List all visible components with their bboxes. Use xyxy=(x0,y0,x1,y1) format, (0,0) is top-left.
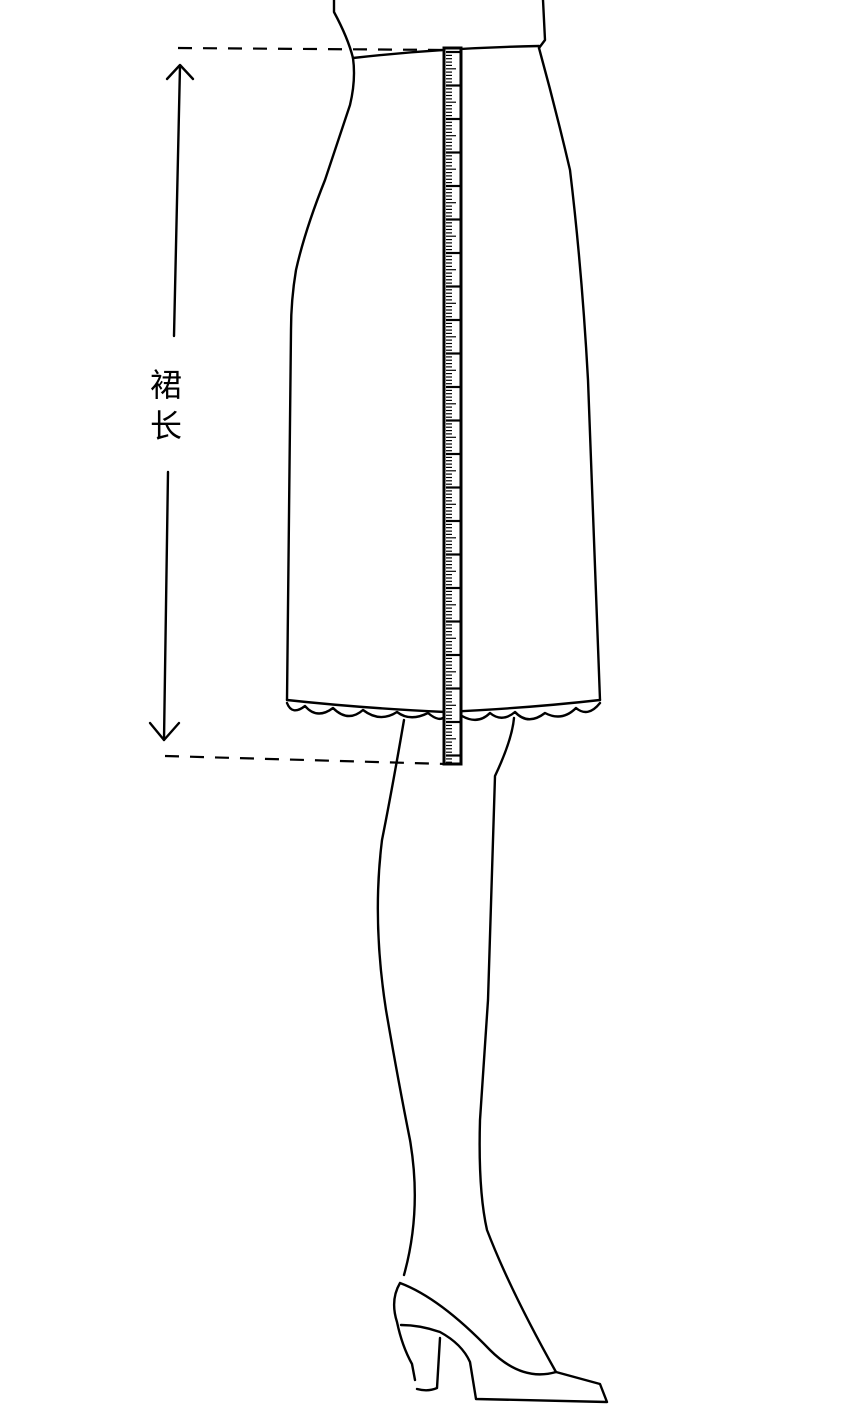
bottom-dashed-guide xyxy=(164,754,447,766)
front-leg-outline xyxy=(376,718,416,1277)
arrow-up-icon xyxy=(165,63,195,81)
skirt-length-label-bottom: 长 xyxy=(149,407,182,445)
skirt-outline xyxy=(285,46,602,702)
measure-line-upper xyxy=(172,64,182,338)
tape-measure xyxy=(442,46,463,766)
arrow-down-icon xyxy=(148,721,181,742)
skirt-length-label-top: 裙 xyxy=(149,366,182,404)
torso-outline xyxy=(332,0,547,60)
back-leg-outline xyxy=(478,716,558,1374)
scalloped-lace-trim xyxy=(285,701,602,721)
measure-line-lower xyxy=(162,470,170,742)
top-dashed-guide xyxy=(177,46,447,52)
high-heel-shoe xyxy=(392,1281,609,1404)
